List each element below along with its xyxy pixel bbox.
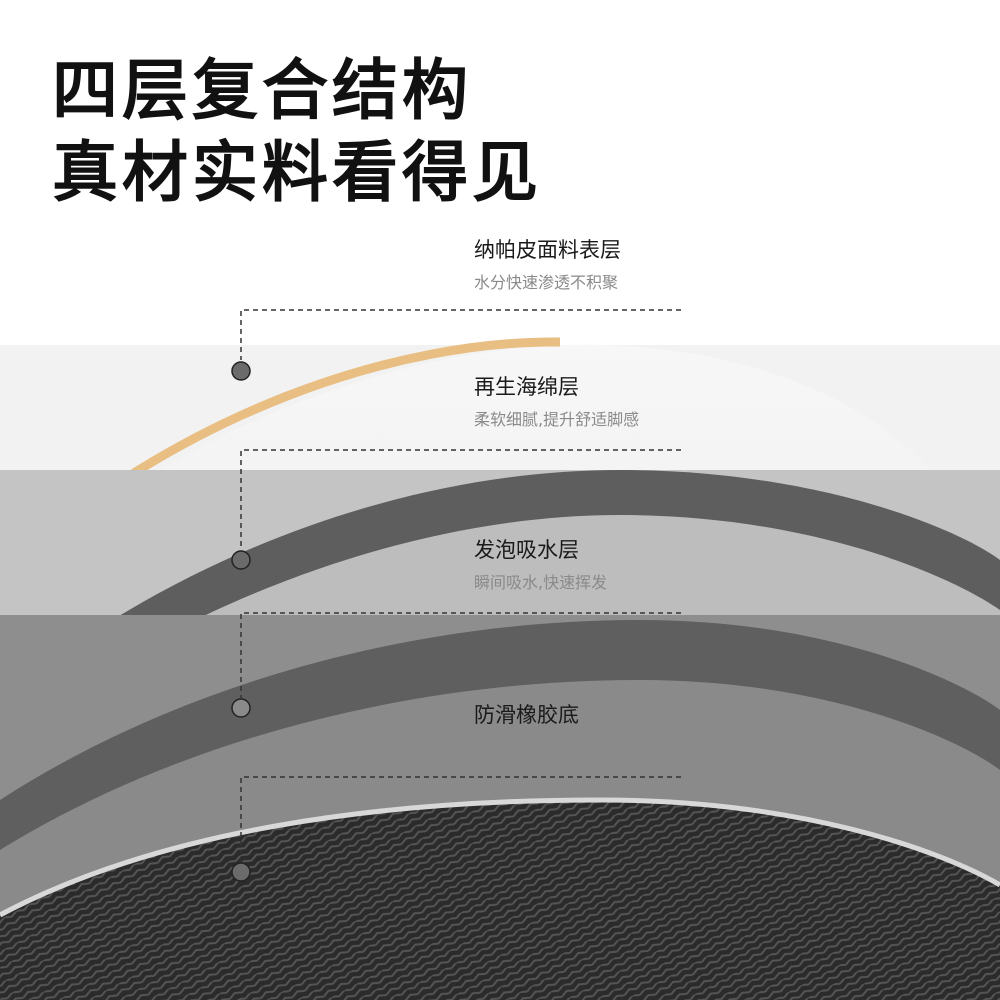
layer-label-rubber: 防滑橡胶底 矩阵防滑纹理,抓地稳固 [474, 703, 639, 757]
leader-4 [231, 776, 681, 882]
heading-line-1: 四层复合结构 [52, 52, 472, 129]
layer-desc: 水分快速渗透不积聚 [474, 273, 619, 293]
layer-name: 防滑橡胶底 [474, 703, 579, 727]
leader-2 [231, 449, 681, 570]
anti-slip-texture [0, 800, 1000, 1000]
layer-name: 纳帕皮面料表层 [474, 238, 621, 262]
leader-1 [231, 309, 681, 381]
layer-label-sponge: 再生海绵层 柔软细腻,提升舒适脚感 [474, 375, 639, 429]
sole-highlight-edge [0, 797, 1000, 918]
layer-desc: 柔软细腻,提升舒适脚感 [474, 410, 640, 430]
layer-name: 再生海绵层 [474, 375, 579, 399]
layer-desc: 瞬间吸水,快速挥发 [474, 573, 608, 593]
layer-desc: 矩阵防滑纹理,抓地稳固 [474, 738, 640, 758]
layer-name: 发泡吸水层 [474, 538, 579, 562]
layer-label-foam: 发泡吸水层 瞬间吸水,快速挥发 [474, 538, 607, 592]
leader-3 [231, 612, 681, 718]
layer-label-napa: 纳帕皮面料表层 水分快速渗透不积聚 [474, 238, 621, 292]
heading-line-2: 真材实料看得见 [52, 134, 542, 211]
